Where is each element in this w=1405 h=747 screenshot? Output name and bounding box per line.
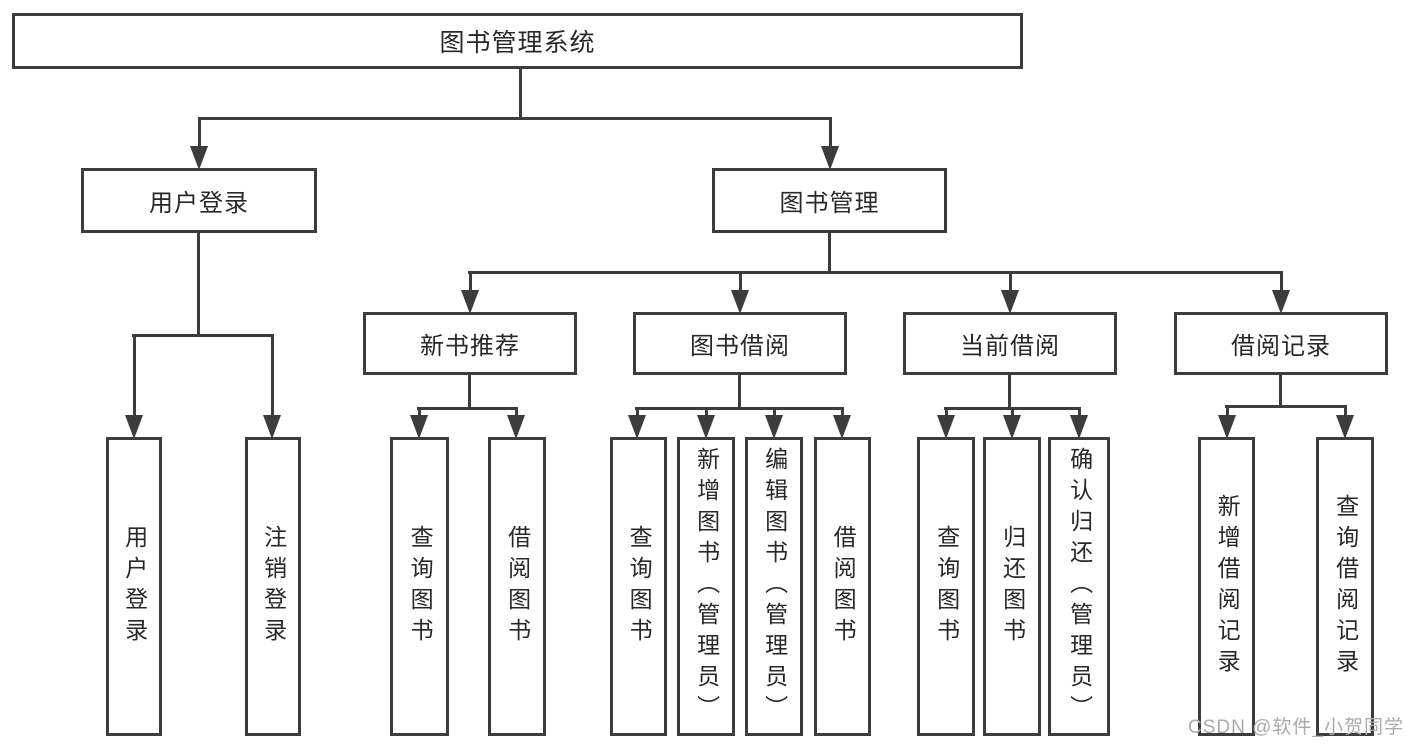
down-arrow-icon: [1272, 290, 1290, 314]
node-library-management-system: 图书管理系统: [12, 13, 1023, 69]
down-arrow-icon: [1336, 415, 1354, 439]
down-arrow-icon: [821, 146, 839, 170]
connector-line: [944, 407, 948, 419]
connector-line: [132, 334, 136, 419]
down-arrow-icon: [410, 415, 428, 439]
down-arrow-icon: [1218, 415, 1236, 439]
leaf-user-login: 用户登录: [106, 437, 162, 736]
connector-line: [828, 233, 831, 274]
connector-line: [514, 407, 518, 419]
down-arrow-icon: [937, 415, 955, 439]
leaf-query-books-1: 查询图书: [390, 437, 449, 736]
down-arrow-icon: [697, 415, 715, 439]
connector-line: [197, 117, 201, 150]
leaf-query-books-3: 查询图书: [917, 437, 975, 736]
down-arrow-icon: [628, 415, 646, 439]
connector-line: [417, 407, 518, 410]
node-book-management: 图书管理: [712, 168, 947, 233]
leaf-query-books-2: 查询图书: [610, 437, 667, 736]
connector-line: [468, 271, 1283, 274]
down-arrow-icon: [765, 415, 783, 439]
connector-line: [132, 334, 274, 337]
connector-line: [738, 375, 741, 410]
connector-line: [704, 407, 708, 419]
connector-line: [1225, 405, 1347, 408]
down-arrow-icon: [507, 415, 525, 439]
leaf-confirm-return-admin: 确认归还（管理员）: [1048, 437, 1110, 736]
connector-line: [1008, 271, 1012, 294]
connector-line: [1225, 405, 1229, 419]
down-arrow-icon: [833, 415, 851, 439]
leaf-add-borrow-record: 新增借阅记录: [1198, 437, 1255, 736]
node-user-login: 用户登录: [81, 168, 317, 233]
down-arrow-icon: [1001, 290, 1019, 314]
leaf-logout: 注销登录: [245, 437, 301, 736]
connector-line: [738, 271, 742, 294]
node-current-borrow: 当前借阅: [903, 312, 1117, 375]
connector-line: [1010, 407, 1014, 419]
connector-line: [198, 117, 832, 120]
node-new-book-recommend: 新书推荐: [363, 312, 577, 375]
connector-line: [468, 375, 471, 410]
leaf-borrow-books-2: 借阅图书: [814, 437, 871, 736]
leaf-edit-book-admin: 编辑图书（管理员）: [745, 437, 803, 736]
connector-line: [1008, 375, 1011, 410]
node-borrow-records: 借阅记录: [1174, 312, 1388, 375]
connector-line: [840, 407, 844, 419]
connector-line: [417, 407, 421, 419]
connector-line: [1279, 271, 1283, 294]
connector-line: [635, 407, 844, 410]
connector-line: [468, 271, 472, 294]
leaf-query-borrow-record: 查询借阅记录: [1316, 437, 1374, 736]
down-arrow-icon: [125, 415, 143, 439]
csdn-watermark: CSDN @软件_小贺同学: [1188, 717, 1404, 738]
down-arrow-icon: [1003, 415, 1021, 439]
connector-line: [828, 117, 832, 150]
down-arrow-icon: [263, 415, 281, 439]
down-arrow-icon: [190, 146, 208, 170]
connector-line: [197, 233, 200, 337]
down-arrow-icon: [731, 290, 749, 314]
down-arrow-icon: [461, 290, 479, 314]
connector-line: [519, 66, 522, 119]
leaf-return-book: 归还图书: [983, 437, 1041, 736]
leaf-add-book-admin: 新增图书（管理员）: [677, 437, 735, 736]
node-book-borrow: 图书借阅: [633, 312, 847, 375]
leaf-borrow-books-1: 借阅图书: [488, 437, 546, 736]
connector-line: [1343, 405, 1347, 419]
connector-line: [1077, 407, 1081, 419]
connector-line: [1279, 375, 1282, 408]
connector-line: [270, 334, 274, 419]
down-arrow-icon: [1070, 415, 1088, 439]
connector-line: [635, 407, 639, 419]
connector-line: [772, 407, 776, 419]
